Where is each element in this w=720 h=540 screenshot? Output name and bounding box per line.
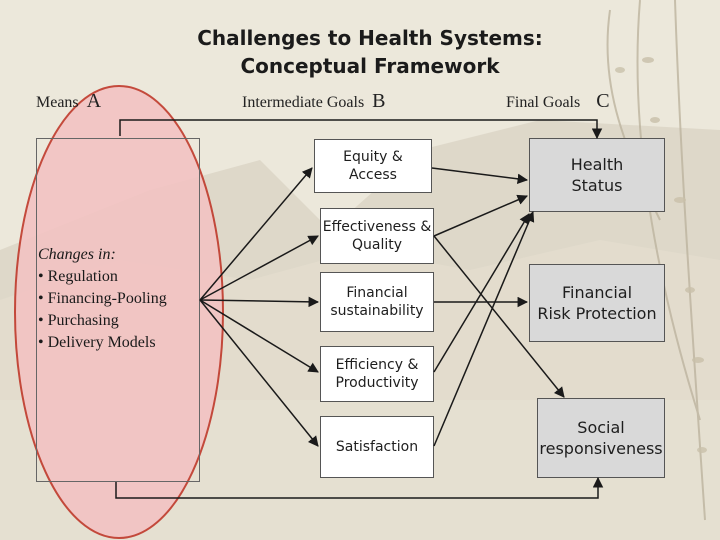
arrow-satisfaction-health (433, 211, 535, 447)
means-item-financing-pooling: • Financing-Pooling (38, 290, 167, 307)
goal-effectiveness-quality: Effectiveness & Quality (320, 208, 434, 264)
diagram-title: Challenges to Health Systems: Conceptual… (140, 24, 600, 80)
goal-social-responsiveness-label: Social responsiveness (539, 418, 663, 458)
goal-financial-risk-protection: Financial Risk Protection (529, 264, 665, 342)
means-panel (36, 138, 200, 482)
arrow-effectiveness-health (433, 194, 528, 237)
goal-effectiveness-quality-label: Effectiveness & Quality (322, 219, 432, 253)
goal-financial-risk-protection-label: Financial Risk Protection (537, 283, 657, 323)
highlight-ellipse-shape (14, 85, 224, 539)
intermediate-letter: B (372, 90, 386, 112)
means-letter: A (86, 90, 102, 112)
goal-satisfaction: Satisfaction (320, 416, 434, 478)
goal-efficiency-productivity: Efficiency & Productivity (320, 346, 434, 402)
final-letter: C (596, 90, 610, 112)
means-label: Means (36, 94, 79, 111)
means-heading: Changes in: (38, 246, 116, 263)
arrow-means-equity (199, 167, 313, 301)
means-item-purchasing: • Purchasing (38, 312, 119, 329)
means-item-delivery-models: • Delivery Models (38, 334, 156, 351)
intermediate-header: Intermediate Goals B (242, 90, 386, 113)
goal-social-responsiveness: Social responsiveness (537, 398, 665, 478)
arrow-means-effectiveness (199, 235, 319, 301)
goal-equity-access: Equity & Access (314, 139, 432, 193)
feedback-loop-top (119, 119, 603, 140)
final-header: Final Goals C (506, 90, 610, 113)
title-line-1: Challenges to Health Systems: (197, 26, 543, 50)
intermediate-label: Intermediate Goals (242, 94, 365, 111)
final-label: Final Goals (506, 94, 581, 111)
goal-equity-access-label: Equity & Access (343, 149, 403, 183)
means-header: Means A (36, 90, 101, 113)
means-item-regulation: • Regulation (38, 268, 118, 285)
arrow-equity-health (431, 167, 529, 185)
arrow-means-efficiency (199, 299, 319, 373)
title-line-2: Conceptual Framework (240, 54, 500, 78)
arrow-efficiency-health (433, 213, 530, 373)
goal-health-status-label: Health Status (570, 155, 624, 195)
means-list: Changes in: • Regulation • Financing-Poo… (38, 244, 198, 354)
arrow-effectiveness-social (433, 235, 565, 398)
arrow-means-financial (199, 296, 320, 308)
goal-efficiency-productivity-label: Efficiency & Productivity (335, 357, 419, 391)
goal-financial-sustainability-label: Financial sustainability (330, 285, 424, 319)
arrow-means-satisfaction (199, 299, 319, 447)
feedback-loop-bottom (115, 476, 604, 499)
goal-satisfaction-label: Satisfaction (335, 439, 419, 455)
goal-health-status: Health Status (529, 138, 665, 212)
goal-financial-sustainability: Financial sustainability (320, 272, 434, 332)
